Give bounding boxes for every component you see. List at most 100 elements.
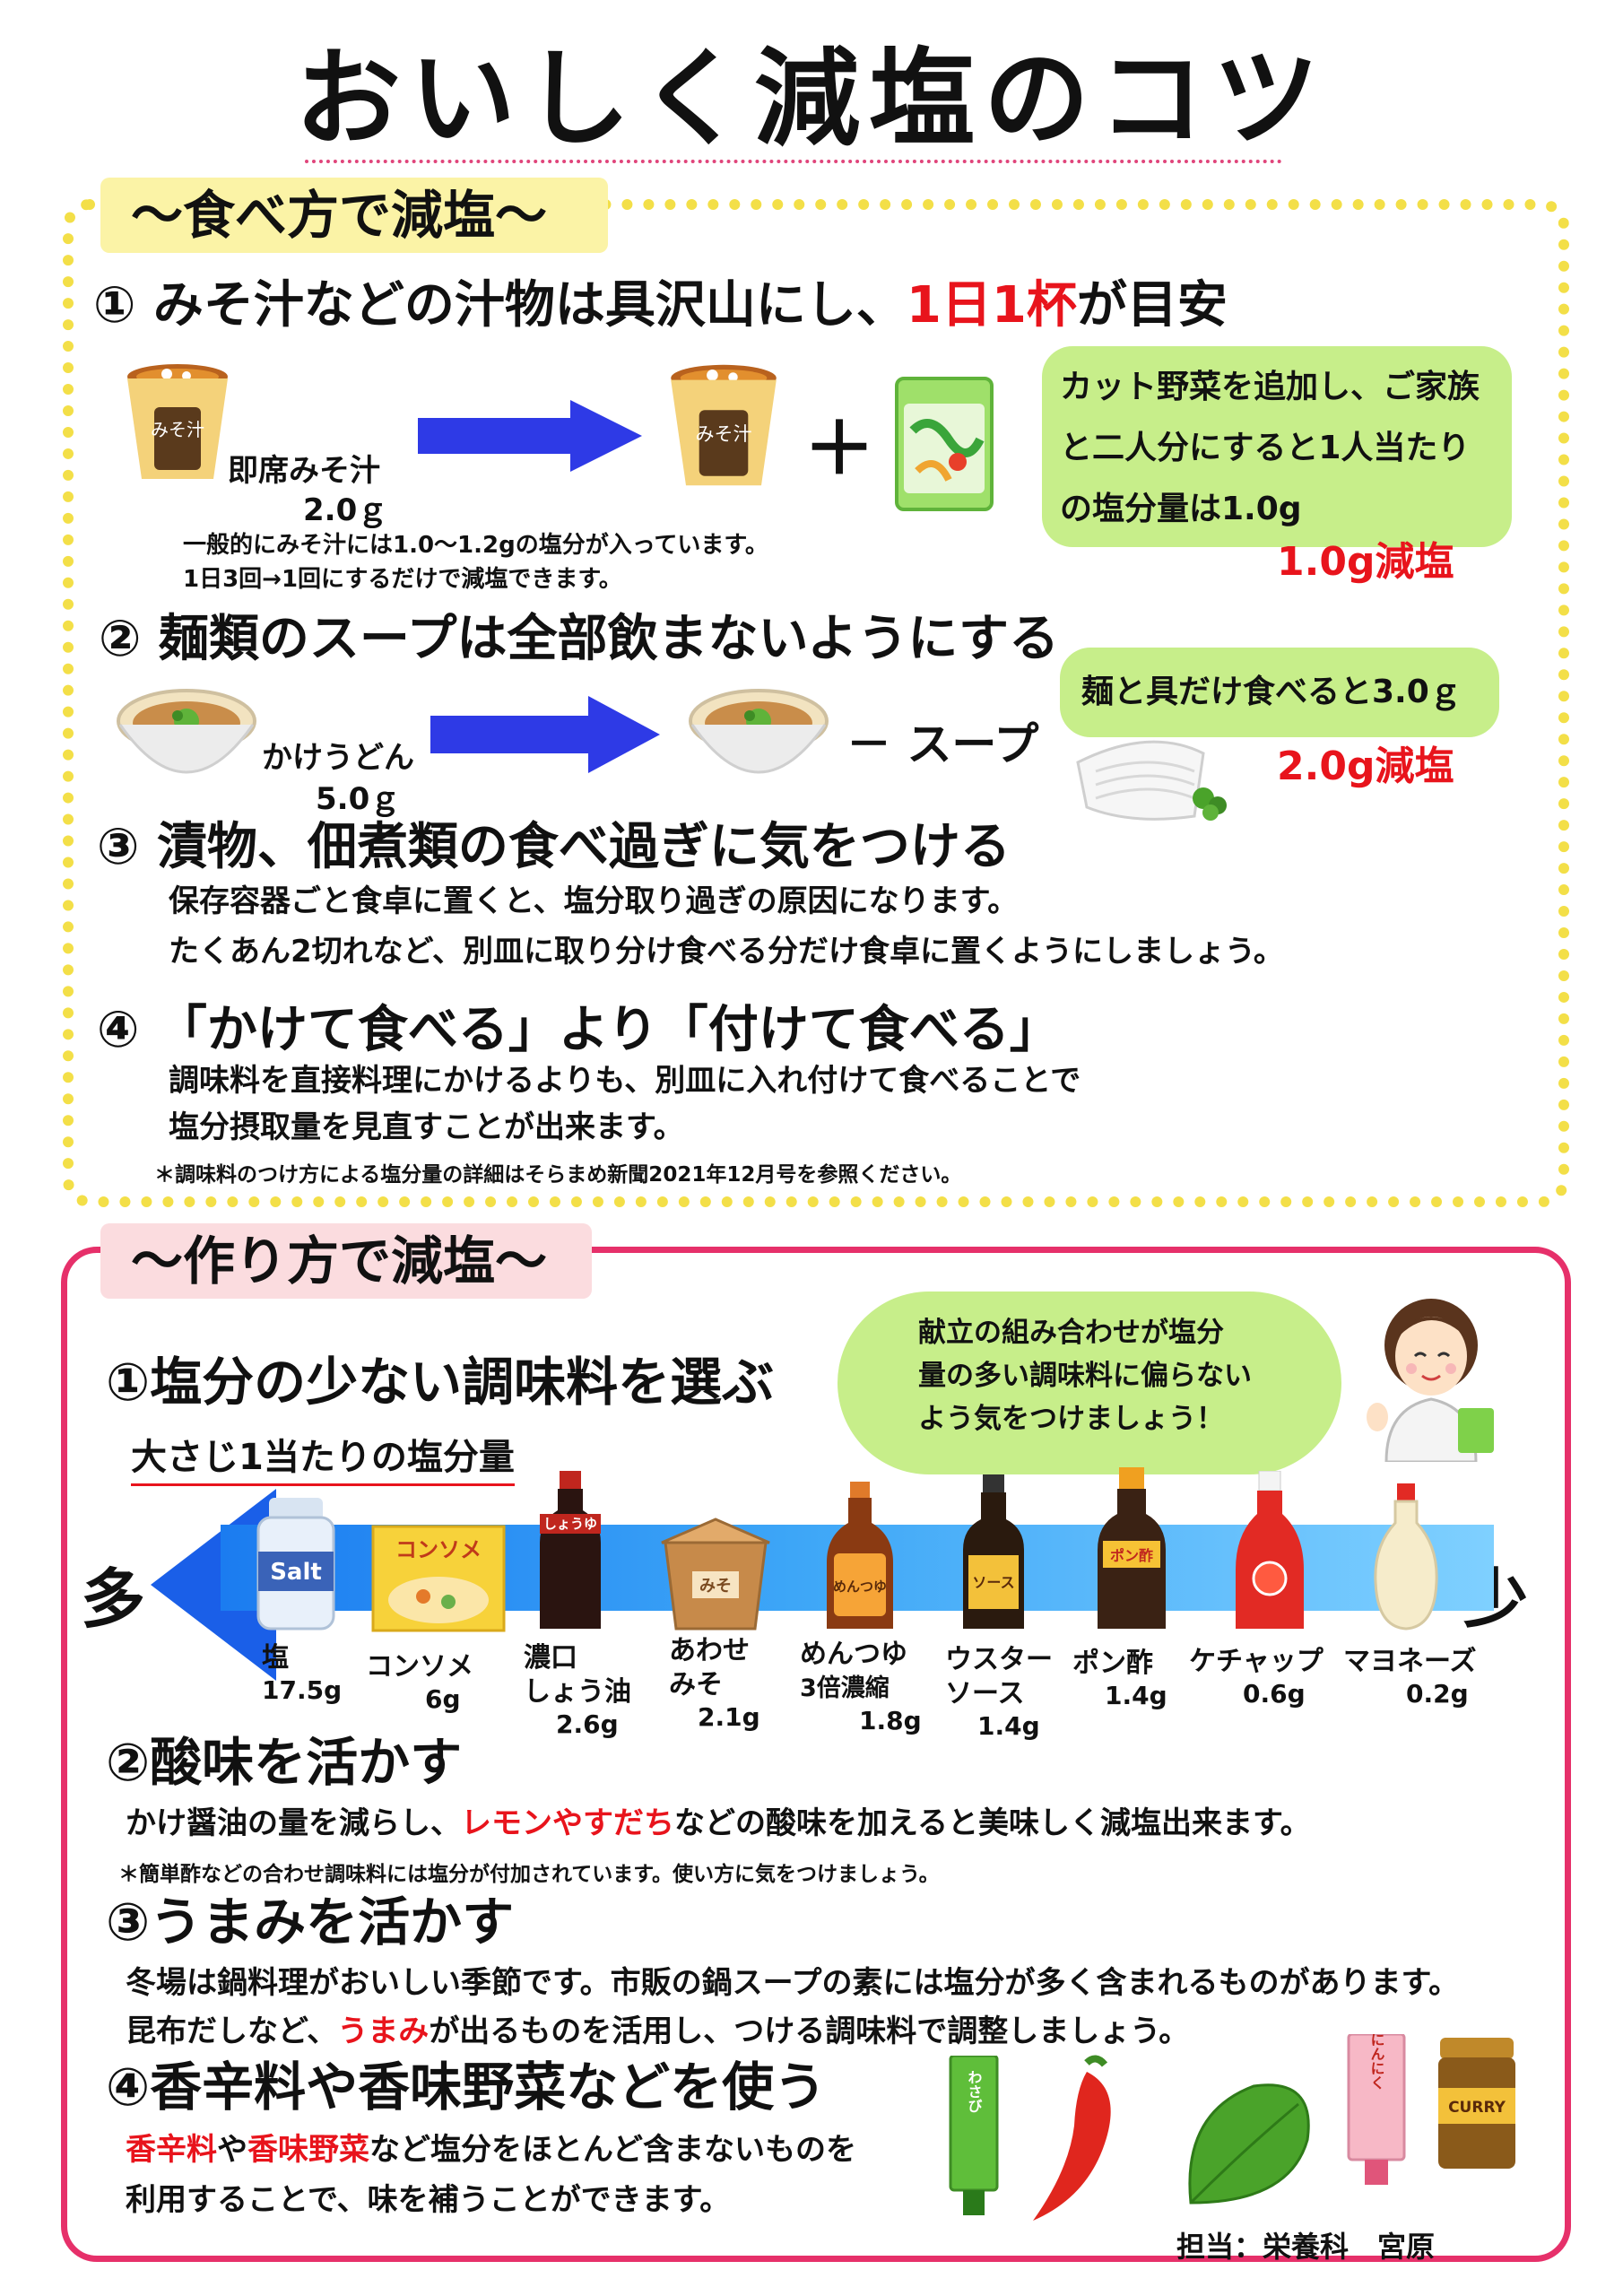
eat-item4-note: ＊調味料のつけ方による塩分量の詳細はそらまめ新聞2021年12月号を参照ください…: [154, 1163, 962, 1187]
eat-item1-heading: ① みそ汁などの汁物は具沢山にし、1日1杯が目安: [93, 276, 1228, 335]
title-underline: [305, 160, 1282, 163]
miso-note-2: 1日3回→1回にするだけで減塩できます。: [183, 566, 622, 593]
eat-item4-line1: 調味料を直接料理にかけるよりも、別皿に入れ付けて食べることで: [169, 1063, 1081, 1099]
seasoning-miso: あわせ みそ 2.1g: [669, 1634, 760, 1732]
mentsuyu-bottle-icon: めんつゆ: [823, 1482, 897, 1632]
chili-pepper-icon: [1024, 2054, 1132, 2224]
tip-bubble-udon: 麺と具だけ食べると3.0ｇ: [1060, 648, 1499, 737]
salt-shaker-icon: Salt: [253, 1498, 339, 1632]
cook-item4-line2: 利用することで、味を補うことができます。: [126, 2182, 731, 2218]
shiso-leaf-icon: [1182, 2077, 1316, 2212]
seasoning-value: 1.8g: [859, 1706, 922, 1735]
bubble-line: よう気をつけましょう！: [918, 1403, 1224, 1435]
more-label: 多: [81, 1561, 146, 1637]
salt-shaker-text: Salt: [270, 1559, 322, 1586]
eat-item3-heading: ③ 漬物、佃煮類の食べ過ぎに気をつける: [97, 818, 1011, 876]
seasoning-value: 0.2g: [1406, 1679, 1469, 1709]
bubble-line: 量の多い調味料に偏らない: [918, 1360, 1252, 1392]
page-title: おいしく減塩のコツ: [294, 37, 1328, 161]
seasoning-name: ポン酢: [1072, 1648, 1153, 1679]
seasoning-value: 6g: [425, 1684, 461, 1714]
miso-cup-text-2: みそ汁: [696, 423, 752, 445]
seasoning-mayonnaise: マヨネーズ 0.2g: [1343, 1645, 1477, 1709]
soy-sauce-text: しょうゆ: [543, 1516, 597, 1532]
eating-section-label: ～食べ方で減塩～: [100, 178, 608, 253]
ketchup-bottle-icon: [1234, 1470, 1306, 1632]
garlic-tube-icon: にんにく: [1345, 2032, 1408, 2187]
worcester-sauce-bottle-icon: ソース: [961, 1474, 1026, 1632]
arrow-right-icon-2: [430, 696, 660, 773]
bubble-line: と二人分にすると1人当たり: [1060, 430, 1471, 466]
seasoning-ponzu: ポン酢 1.4g: [1072, 1647, 1167, 1710]
wasabi-tube-icon: わさび: [947, 2054, 1001, 2217]
worcester-text: ソース: [972, 1574, 1014, 1591]
seasoning-name: ソース: [945, 1678, 1025, 1709]
wasabi-text: わさび: [966, 2070, 983, 2113]
tip-bubble-miso: カット野菜を追加し、ご家族 と二人分にすると1人当たり の塩分量は1.0g: [1042, 346, 1512, 547]
miso-product-label: 即席みそ汁: [228, 453, 380, 489]
dietitian-bubble: 献立の組み合わせが塩分 量の多い調味料に偏らない よう気をつけましょう！: [838, 1292, 1341, 1474]
seasoning-value: 2.6g: [556, 1709, 619, 1739]
seasoning-consomme: コンソメ 6g: [366, 1650, 473, 1714]
cook-item1-heading: ①塩分の少ない調味料を選ぶ: [106, 1352, 775, 1413]
miso-tub-text: みそ: [699, 1577, 732, 1596]
cut-vegetables-image: [895, 377, 994, 511]
udon-product-label: かけうどん: [262, 740, 414, 776]
ponzu-bottle-icon: ポン酢: [1096, 1467, 1167, 1632]
cook-item3-heading: ③うまみを活かす: [106, 1892, 515, 1952]
seasoning-value: 1.4g: [1105, 1681, 1167, 1710]
udon-product-value: 5.0ｇ: [316, 781, 401, 817]
author-credit: 担当：栄養科 宮原: [1176, 2230, 1436, 2264]
curry-text: CURRY: [1448, 2099, 1506, 2117]
seasoning-name: 濃口: [524, 1642, 577, 1674]
miso-cup-text: みそ汁: [151, 419, 204, 440]
seasoning-name: あわせ: [669, 1635, 750, 1666]
arrow-right-icon: [418, 400, 642, 472]
eat-item2-heading: ② 麺類のスープは全部飲まないようにする: [99, 610, 1059, 668]
ponzu-text: ポン酢: [1110, 1547, 1153, 1564]
cooking-section-label: ～作り方で減塩～: [100, 1223, 592, 1299]
udon-bowl-image: [115, 685, 258, 802]
bubble-line: 献立の組み合わせが塩分: [918, 1317, 1224, 1349]
cooking-section-box: [61, 1247, 1571, 2262]
seasoning-value: 2.1g: [698, 1702, 760, 1732]
miso-cup-image-2: みそ汁: [667, 361, 780, 490]
miso-tub-icon: みそ: [660, 1516, 771, 1632]
udon-reduction: 2.0g減塩: [1277, 744, 1454, 789]
eat-item3-line1: 保存容器ごと食卓に置くと、塩分取り過ぎの原因になります。: [169, 883, 1019, 919]
mentsuyu-text: めんつゆ: [833, 1578, 887, 1595]
bubble-line: の塩分量は1.0g: [1060, 491, 1302, 527]
dietitian-avatar: [1350, 1283, 1512, 1464]
eat-item3-line2: たくあん2切れなど、別皿に取り分け食べる分だけ食卓に置くようにしましょう。: [169, 934, 1284, 970]
seasoning-name: ケチャップ: [1189, 1646, 1324, 1677]
plus-sign: ＋: [803, 407, 875, 491]
seasoning-name: ウスター: [945, 1644, 1053, 1675]
seasoning-worcester: ウスター ソース 1.4g: [945, 1643, 1053, 1741]
miso-reduction: 1.0g減塩: [1277, 539, 1454, 585]
cook-item3-line1: 冬場は鍋料理がおいしい季節です。市販の鍋スープの素には塩分が多く含まれるものがあ…: [126, 1965, 1460, 2001]
seasoning-name: 塩: [262, 1642, 289, 1674]
cook-item2-heading: ②酸味を活かす: [106, 1732, 463, 1793]
cook-item4-heading: ④香辛料や香味野菜などを使う: [106, 2057, 827, 2118]
soy-sauce-bottle-icon: しょうゆ: [536, 1471, 604, 1632]
cook-item4-line1: 香辛料や香味野菜など塩分をほとんど含まないものを: [126, 2132, 856, 2168]
seasoning-mentsuyu: めんつゆ 3倍濃縮 1.8g: [800, 1638, 922, 1735]
udon-bowl-image-2: [687, 685, 830, 802]
consomme-box-icon: コンソメ: [371, 1525, 506, 1632]
cook-item1-subheading: 大さじ1当たりの塩分量: [131, 1428, 515, 1486]
seasoning-name: みそ: [669, 1669, 723, 1700]
eat-item4-line2: 塩分摂取量を見直すことが出来ます。: [169, 1109, 684, 1145]
bubble-line: カット野菜を追加し、ご家族: [1060, 369, 1480, 405]
eat-item4-heading: ④ 「かけて食べる」より「付けて食べる」: [97, 1001, 1060, 1059]
seasoning-value: 17.5g: [262, 1675, 343, 1705]
minus-soup: － スープ: [846, 718, 1039, 770]
miso-product-value: 2.0ｇ: [303, 492, 388, 528]
seasoning-name: めんつゆ: [800, 1639, 907, 1670]
seasoning-salt: 塩 17.5g: [262, 1641, 342, 1705]
mayonnaise-bottle-icon: [1372, 1483, 1440, 1632]
seasoning-name: コンソメ: [366, 1651, 473, 1683]
seasoning-soy-sauce: 濃口 しょう油 2.6g: [524, 1641, 631, 1739]
cook-item3-line2: 昆布だしなど、うまみが出るものを活用し、つける調味料で調整しましょう。: [126, 2013, 1190, 2049]
noodles-image: [1069, 726, 1239, 825]
seasoning-value: 1.4g: [977, 1711, 1040, 1741]
